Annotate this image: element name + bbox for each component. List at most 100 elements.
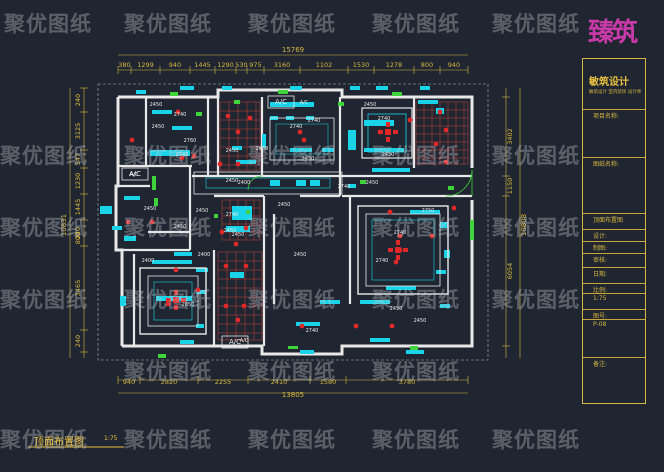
ceiling-grid-areas: [217, 101, 469, 341]
light-5: [301, 137, 307, 143]
dim-left-0: 240: [74, 94, 82, 106]
fixture-39: [236, 160, 256, 164]
title-block-field-5: 审核:: [593, 257, 608, 264]
height-label-2: 2450: [152, 124, 165, 130]
title-block-field-8: 1:75: [593, 295, 607, 302]
dim-bottom-3: 2410: [271, 378, 288, 386]
light-12: [393, 259, 399, 265]
fixture-47: [440, 304, 450, 308]
light-14: [223, 263, 229, 269]
dim-bottom-4: 1580: [320, 378, 337, 386]
dim-bottom-1: 2820: [161, 378, 178, 386]
plot-boundary: [97, 83, 489, 361]
green-fixture-4: [234, 100, 240, 104]
title-block-field-2: 顶面布置图: [593, 217, 624, 224]
dim-top-4: 1290: [217, 61, 234, 69]
height-label-26: 2450: [414, 318, 427, 324]
height-label-15: 2450: [144, 206, 157, 212]
dim-bottom-2: 2255: [215, 378, 232, 386]
title-block-field-3: 设计:: [593, 233, 608, 240]
fixture-44: [120, 296, 126, 306]
dim-top-overall: 15769: [282, 46, 304, 54]
title-block-field-1: 图纸名称:: [593, 161, 620, 168]
fixture-22: [364, 120, 394, 126]
fixture-6: [420, 86, 430, 90]
light-4: [297, 129, 303, 135]
ac-label-0: A/C: [275, 98, 287, 106]
fixture-32: [174, 252, 192, 256]
light-17: [241, 303, 247, 309]
height-label-5: A/C: [300, 100, 309, 106]
light-36: [443, 159, 449, 165]
height-label-25: 2450: [390, 306, 403, 312]
light-37: [217, 161, 223, 167]
height-label-32: 2850: [182, 302, 195, 308]
title-block-divider-4: [583, 241, 645, 242]
light-38: [235, 161, 241, 167]
fixture-34: [196, 290, 206, 294]
light-35: [407, 117, 413, 123]
green-fixture-8: [360, 180, 366, 184]
dim-top-10: 1278: [386, 61, 403, 69]
height-label-12: 2450: [226, 178, 239, 184]
green-fixture-13: [410, 346, 418, 350]
dim-left-5: 240: [74, 227, 82, 239]
fixture-48: [444, 250, 450, 258]
height-label-30: 2400: [142, 258, 155, 264]
ac-unit-1: [121, 167, 149, 181]
light-24: [299, 323, 305, 329]
height-label-23: 2450: [366, 180, 379, 186]
height-label-0: 2450: [150, 102, 163, 108]
light-31: [451, 205, 457, 211]
light-22: [149, 219, 155, 225]
dim-right-overall: 10808: [520, 214, 528, 236]
fixture-46: [320, 300, 340, 304]
fixture-49: [406, 350, 424, 354]
dim-top-7: 3160: [274, 61, 291, 69]
light-16: [223, 303, 229, 309]
dim-bottom-5: 3780: [399, 378, 416, 386]
title-block-divider-2: [583, 213, 645, 214]
height-label-35: 2740: [338, 184, 351, 190]
dim-top-9: 1530: [353, 61, 370, 69]
fixture-14: [124, 236, 136, 241]
fixture-51: [172, 126, 192, 130]
title-block: 敏筑设计 敏筑设计 室内装饰 设计师 项目名称:图纸名称:顶面布置图设计:制图:…: [582, 58, 646, 404]
ac-unit-2: [221, 335, 249, 349]
green-fixture-0: [170, 92, 178, 96]
title-block-divider-6: [583, 267, 645, 268]
dim-top-3: 1445: [194, 61, 211, 69]
dim-left-1: 3125: [74, 123, 82, 140]
dim-left-overall: 10831: [60, 214, 68, 236]
dim-top-0: 380: [118, 61, 130, 69]
title-block-divider-3: [583, 229, 645, 230]
fixture-12: [124, 196, 140, 200]
title-block-field-7: 比例:: [593, 287, 608, 294]
door-swings: [247, 169, 473, 197]
ac-label-1: A/C: [129, 170, 141, 178]
title-block-divider-10: [583, 319, 645, 320]
title-block-divider-1: [583, 157, 645, 158]
light-6: [437, 109, 443, 115]
fixture-41: [262, 134, 266, 148]
height-label-19: 2450: [294, 252, 307, 258]
light-1: [235, 129, 241, 135]
light-11: [397, 233, 403, 239]
title-block-divider-9: [583, 309, 645, 310]
height-label-8: 2450: [302, 156, 315, 162]
height-label-20: 2450: [278, 202, 291, 208]
ceiling-height-labels: 24502740245027602450A/C27402450245027402…: [129, 98, 434, 346]
fixture-5: [376, 86, 388, 90]
title-block-divider-0: [583, 109, 645, 110]
fixture-33: [196, 268, 208, 272]
dim-right-1: 1150: [506, 178, 514, 195]
height-label-1: 2740: [174, 112, 187, 118]
dimension-ticks: [80, 66, 510, 384]
dim-right-2: 6054: [506, 263, 514, 280]
height-label-10: 2450: [382, 152, 395, 158]
title-block-divider-11: [583, 357, 645, 358]
light-27: [219, 229, 225, 235]
dim-bottom-overall: 13805: [282, 391, 304, 399]
fixture-23: [364, 148, 404, 152]
